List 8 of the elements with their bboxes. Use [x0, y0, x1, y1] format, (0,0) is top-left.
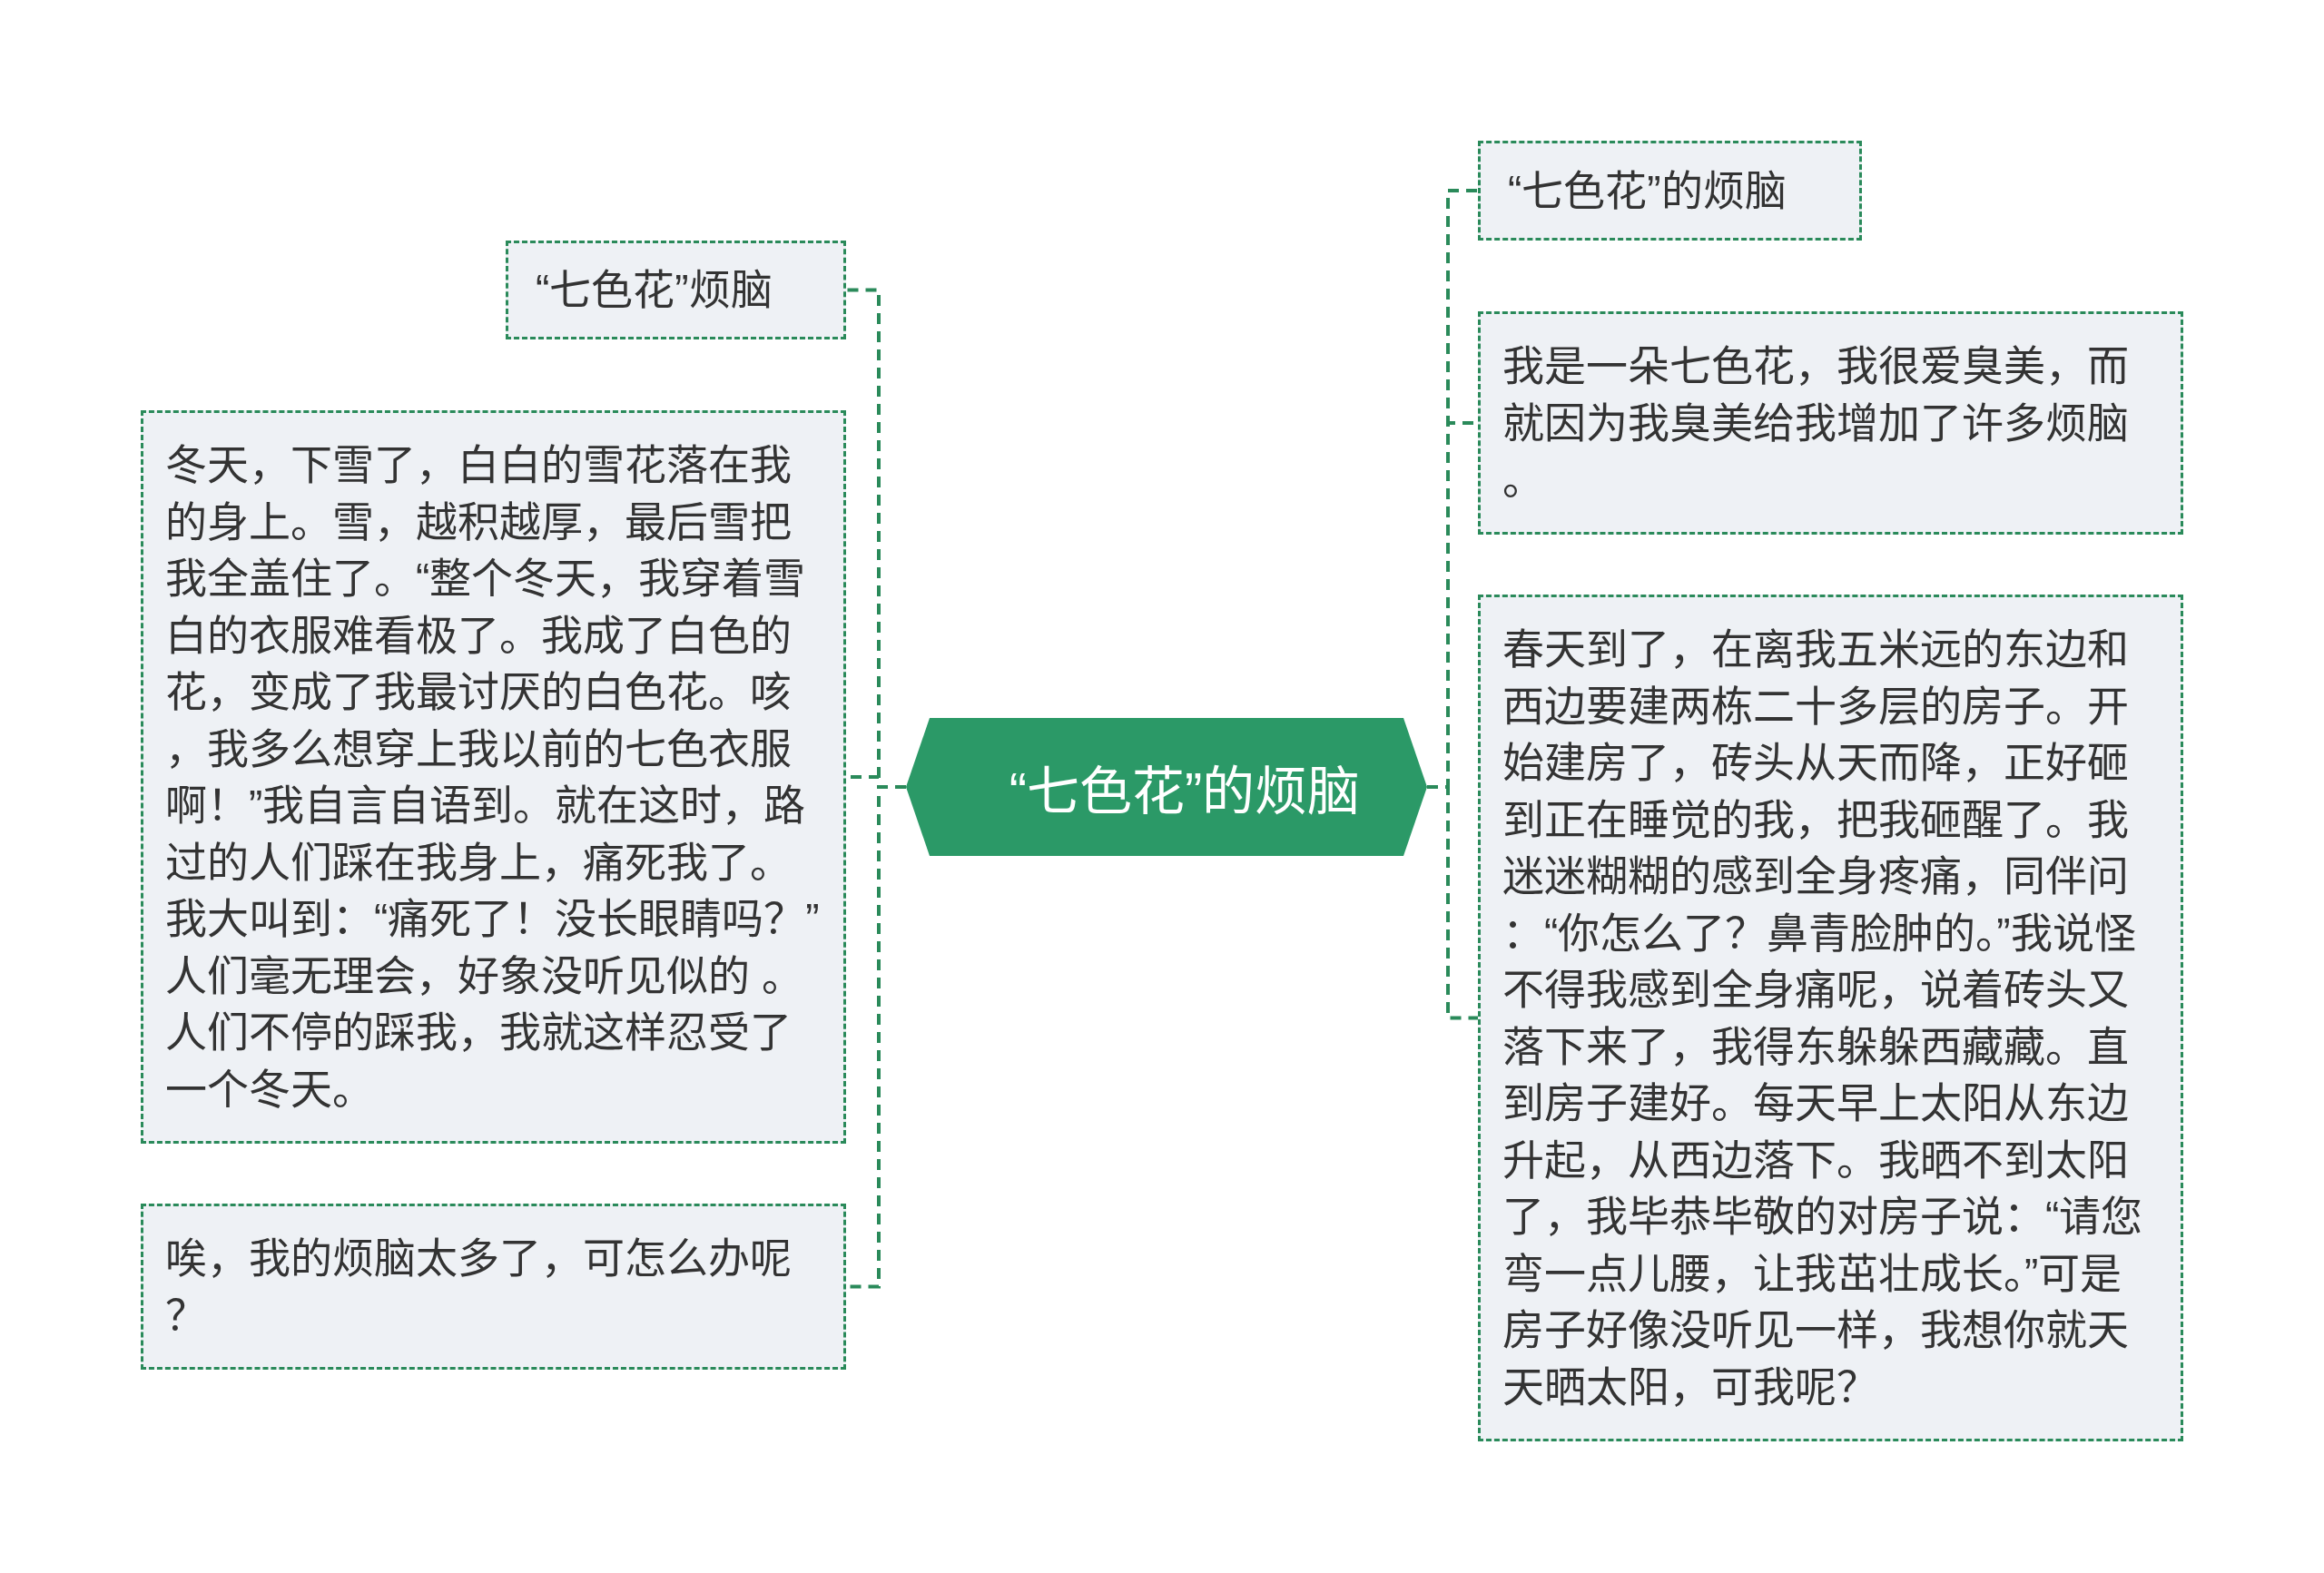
central-topic-hexagon: “七色花”的烦脑: [906, 718, 1427, 856]
topic-box: “七色花”的烦脑: [1478, 141, 1862, 241]
topic-box: 春天到了，在离我五米远的东边和西边要建两栋二十多层的房子。开始建房了，砖头从天而降，正好砸到正在睡觉的我，把我砸醒了。我迷迷糊糊的感到全身疼痛，同伴问：“你怎么了？鼻青脸肿的。”我说怪不得我感到全身痛呢，说着砖头又落下来了，我得东躲躲西藏藏。直到房子建好。每天早上太阳从东边升起，从西边落下。我晒不到太阳了，我毕恭毕敬的对房子说：“请您弯一点儿腰，让我茁壮成长。”可是房子好像没听见一样，我想你就天天晒太阳，可我呢？: [1478, 595, 2183, 1441]
topic-box: 我是一朵七色花，我很爱臭美，而就因为我臭美给我增加了许多烦脑。: [1478, 311, 2183, 535]
topic-box: 冬天，下雪了，白白的雪花落在我的身上。雪，越积越厚，最后雪把我全盖住了。“整个冬天，我穿着雪白的衣服难看极了。我成了白色的花，变成了我最讨厌的白色花。咳，我多么想穿上我以前的七色衣服啊！”我自言自语到。就在这时，路过的人们踩在我身上，痛死我了。我大叫到：“痛死了！没长眼睛吗？”人们毫无理会，好象没听见似的 。人们不停的踩我，我就这样忍受了一个冬天。: [141, 410, 846, 1144]
topic-box: 唉，我的烦脑太多了，可怎么办呢？: [141, 1204, 846, 1370]
topic-box: “七色花”烦脑: [506, 241, 846, 339]
connector-line: [1427, 785, 1478, 1020]
